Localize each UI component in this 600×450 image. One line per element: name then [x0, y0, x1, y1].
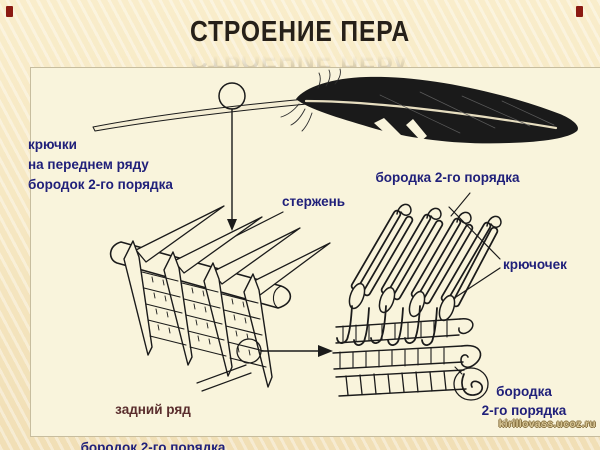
barb-structure [109, 205, 333, 392]
label-back-row: задний ряд бородок 2-го порядка [58, 381, 248, 450]
feather-shaft-line [304, 99, 558, 130]
barbule-rows [141, 271, 267, 368]
feather-fluff [280, 68, 341, 132]
front-barbs [123, 240, 273, 388]
magnifier-circle [218, 82, 246, 110]
feather-quill [92, 98, 308, 132]
rear-barbs [135, 205, 331, 296]
hooklet-pointer-lines [448, 206, 501, 298]
corner-accent-right [576, 6, 583, 17]
title-block: СТРОЕНИЕ ПЕРА СТРОЕНИЕ ПЕРА [45, 16, 555, 74]
back-row-pointer-lines [196, 364, 252, 392]
label-shaft: стержень [282, 194, 346, 209]
label-second-order-barbule-top: бородка 2-го порядка [375, 170, 520, 185]
detail-arrowhead [318, 345, 333, 357]
barbule-rails [332, 317, 482, 397]
circled-hooklet [453, 366, 489, 401]
feather-magnifier [218, 82, 246, 231]
hook-finger-tips [348, 282, 456, 322]
page-title: СТРОЕНИЕ ПЕРА [189, 16, 411, 48]
label-second-order-barbule-bottom: бородка 2-го порядка [481, 384, 567, 418]
label-hooklet: крючочек [503, 257, 567, 272]
feather-vane-texture [379, 91, 555, 134]
label-hooks-front-row: крючки на переднем ряду бородок 2-го пор… [28, 137, 173, 192]
barbule-hook-detail [332, 192, 502, 401]
feather-illustration [92, 68, 578, 144]
shaft-cylinder-cap [272, 285, 282, 309]
corner-accent-left [6, 6, 13, 17]
magnifier-arrowhead [227, 219, 237, 231]
feather-vane-notches [374, 118, 427, 144]
barbule-rods [350, 209, 499, 308]
label-back-row-line1: задний ряд [115, 402, 191, 417]
label-back-row-line2: бородок 2-го порядка [80, 440, 226, 450]
barbule-hook-ticks [151, 276, 251, 356]
watermark: kirillovass.ucoz.ru [498, 418, 596, 430]
